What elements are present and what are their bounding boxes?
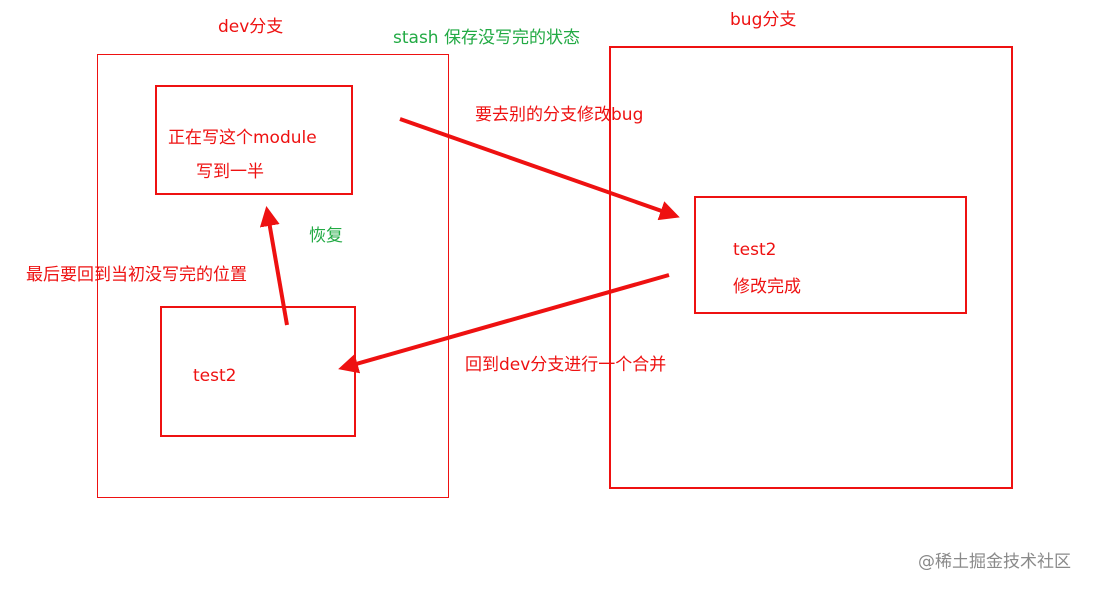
return-to-position-label: 最后要回到当初没写完的位置 — [26, 265, 247, 285]
fix-done-label: 修改完成 — [733, 277, 801, 297]
dev-branch-label: dev分支 — [218, 17, 284, 37]
stash-note-label: stash 保存没写完的状态 — [393, 28, 580, 48]
bug-test2-box — [694, 196, 967, 314]
go-fix-bug-label: 要去别的分支修改bug — [475, 105, 644, 125]
module-in-progress-box — [155, 85, 353, 195]
watermark-text: @稀土掘金技术社区 — [918, 552, 1071, 572]
half-written-label: 写到一半 — [196, 162, 264, 182]
bug-branch-label: bug分支 — [730, 10, 797, 30]
bug-test2-label: test2 — [733, 240, 777, 260]
restore-label: 恢复 — [309, 226, 343, 246]
dev-test2-label: test2 — [193, 366, 237, 386]
dev-test2-box — [160, 306, 356, 437]
writing-module-label: 正在写这个module — [168, 128, 317, 148]
merge-back-label: 回到dev分支进行一个合并 — [465, 355, 667, 375]
bug-branch-frame — [609, 46, 1013, 489]
